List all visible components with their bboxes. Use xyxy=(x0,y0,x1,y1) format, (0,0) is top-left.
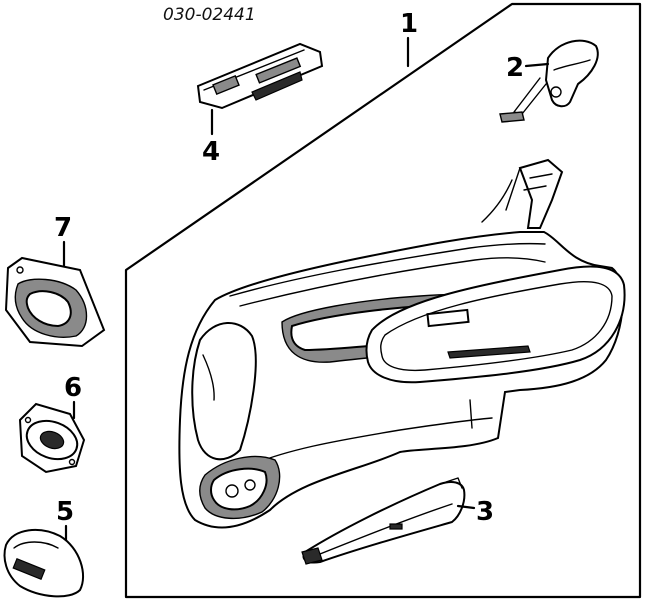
callout-number-7: 7 xyxy=(54,213,72,243)
callout-5: 5 xyxy=(56,497,74,542)
window-switch-panel-icon xyxy=(196,42,324,110)
regulator-handle-icon xyxy=(499,39,599,123)
callout-3: 3 xyxy=(456,497,494,527)
speaker-icon xyxy=(18,402,86,474)
map-pocket-icon xyxy=(199,455,281,520)
callout-number-6: 6 xyxy=(64,373,82,403)
callout-2: 2 xyxy=(506,53,550,83)
assembly-frame xyxy=(124,2,642,599)
speaker-grille-icon xyxy=(4,256,106,348)
callout-number-1: 1 xyxy=(400,9,418,39)
callout-6: 6 xyxy=(64,373,82,420)
leader-line-2 xyxy=(524,62,550,68)
diagram-id: 030-02441 xyxy=(163,5,256,25)
callout-number-3: 3 xyxy=(476,497,494,527)
inner-handle-icon xyxy=(365,265,626,384)
lower-trim-strip-icon xyxy=(301,477,466,565)
callout-7: 7 xyxy=(54,213,72,268)
tweeter-bezel-icon xyxy=(3,529,85,598)
leader-line-3 xyxy=(456,504,476,510)
callout-number-2: 2 xyxy=(506,53,524,83)
callout-4: 4 xyxy=(202,108,220,167)
callout-number-5: 5 xyxy=(56,497,74,527)
callout-number-4: 4 xyxy=(202,137,220,167)
callout-1: 1 xyxy=(400,9,418,68)
